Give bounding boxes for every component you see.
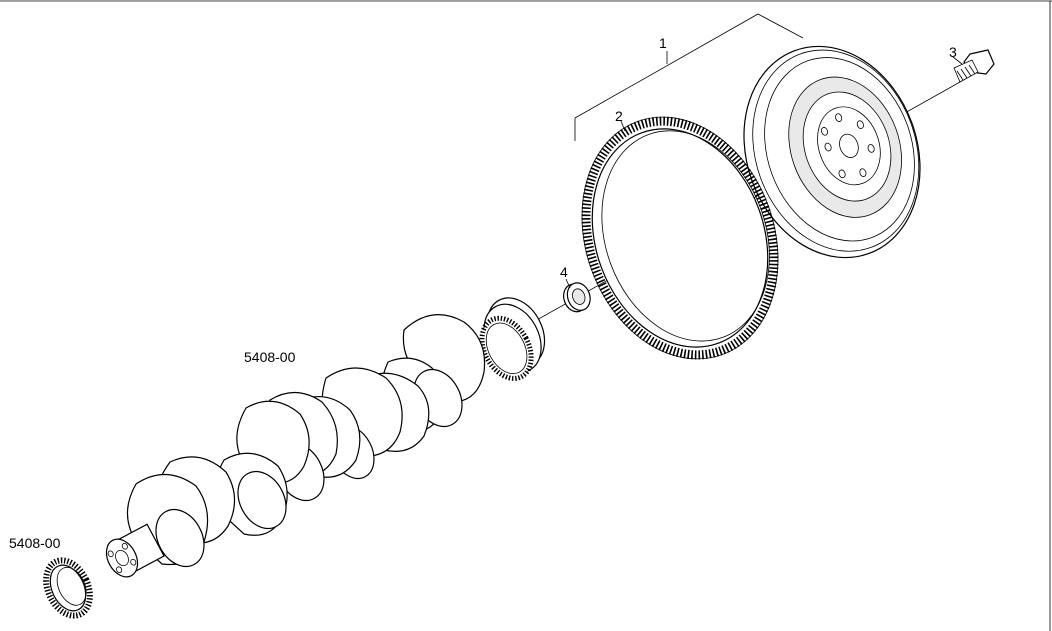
callout-ring-ref: 5408-00 — [9, 535, 61, 551]
pilot-bearing — [563, 282, 591, 313]
callout-item-2: 2 — [615, 108, 623, 124]
callout-crankshaft-ref: 5408-00 — [244, 349, 296, 365]
crankshaft — [105, 297, 546, 578]
leader-item-3 — [952, 56, 963, 65]
callout-item-3: 3 — [949, 44, 957, 60]
callout-item-4: 4 — [560, 264, 568, 280]
callout-item-1: 1 — [659, 35, 667, 51]
ring-gear — [581, 116, 779, 360]
leader-item-4 — [565, 278, 571, 289]
flywheel — [743, 45, 921, 259]
flywheel-bolt — [953, 49, 995, 83]
front-gear-ring — [43, 557, 93, 619]
leader-item-2 — [620, 120, 626, 132]
bracket-item-1 — [574, 13, 804, 141]
